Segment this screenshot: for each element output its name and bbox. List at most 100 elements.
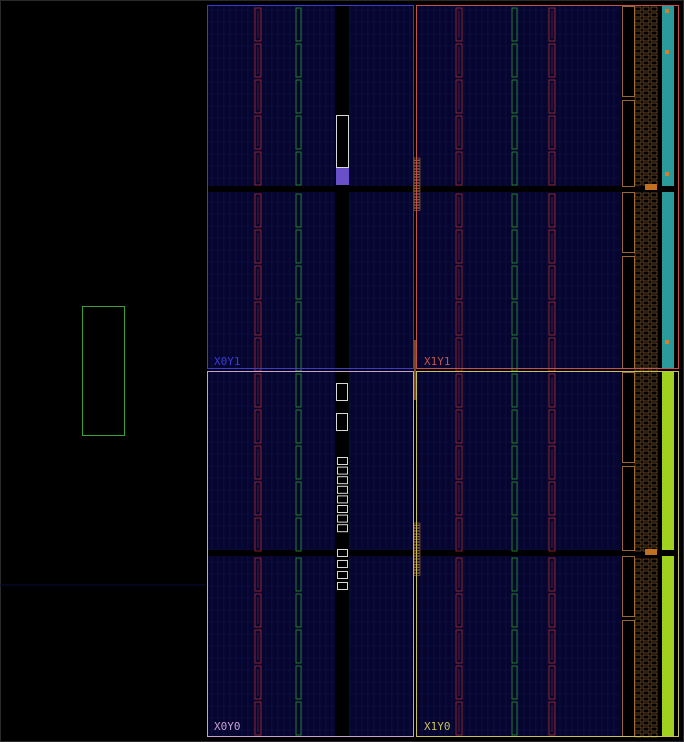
io-tile [642,498,650,504]
dsp-tile [295,193,302,228]
clock-region-x0y1[interactable] [207,5,414,369]
io-tile [642,444,650,450]
bram-tile [254,665,262,700]
io-tile [634,192,642,198]
io-tile [642,600,650,606]
dsp-tile [511,373,518,408]
io-tile [650,168,658,174]
bram-tile [548,665,556,700]
config-tile [337,476,348,485]
bram-tile [455,7,463,42]
io-tile [650,408,658,414]
clock-region-x1y1[interactable] [416,5,679,369]
dsp-tile [511,265,518,300]
io-tile [642,300,650,306]
io-tile [650,24,658,30]
io-tile [650,6,658,12]
io-tile [642,660,650,666]
bram-tile [254,409,262,444]
io-tile [650,600,658,606]
io-tile [650,564,658,570]
io-tile [634,216,642,222]
io-tile [642,306,650,312]
io-tile [650,348,658,354]
io-marker [645,184,657,190]
io-tile [642,558,650,564]
io-tile [642,126,650,132]
io-tile [634,126,642,132]
dsp-tile [295,229,302,264]
dsp-tile [511,43,518,78]
io-tile [634,306,642,312]
pblock-rectangle[interactable] [82,306,125,436]
io-tile [650,372,658,378]
io-tile [650,234,658,240]
io-tile [634,678,642,684]
io-tile [634,456,642,462]
bram-tile [455,373,463,408]
io-tile [650,66,658,72]
io-tile [642,726,650,732]
dsp-tile [511,193,518,228]
io-tile [642,48,650,54]
io-tile [642,492,650,498]
io-tile [642,168,650,174]
io-tile [634,480,642,486]
io-tile [650,282,658,288]
io-tile [634,372,642,378]
config-tile [337,582,348,590]
io-tile [650,54,658,60]
io-tile [634,522,642,528]
io-tile [642,564,650,570]
io-tile [650,420,658,426]
io-tile [642,12,650,18]
io-tile [634,510,642,516]
io-tile [634,444,642,450]
io-tile [634,660,642,666]
dsp-tile [295,7,302,42]
io-tile [650,264,658,270]
io-marker [665,172,669,176]
dsp-tile [511,445,518,480]
config-tile [336,383,348,401]
io-tile [634,210,642,216]
io-tile [642,528,650,534]
io-tile [634,228,642,234]
io-tile [650,42,658,48]
io-tile [650,456,658,462]
io-tile [642,486,650,492]
io-tile [642,666,650,672]
dsp-tile [511,517,518,552]
io-tile [650,714,658,720]
config-tile [337,560,348,568]
io-tile [642,282,650,288]
io-tile [642,288,650,294]
io-tile [634,336,642,342]
clock-region-x1y0[interactable] [416,371,679,737]
io-tile [634,84,642,90]
io-tile [634,138,642,144]
io-tile [642,228,650,234]
bram-tile [254,373,262,408]
selected-site-marker[interactable] [336,115,349,168]
bram-tile [254,265,262,300]
io-tile [650,192,658,198]
io-tile [650,402,658,408]
bram-tile [548,593,556,628]
io-tile [634,582,642,588]
clock-region-x0y0[interactable] [207,371,414,737]
io-tile [650,300,658,306]
io-tile [642,480,650,486]
config-tile [337,505,348,513]
io-tile [650,162,658,168]
highlighted-cell[interactable] [336,168,349,185]
io-tile [642,114,650,120]
io-tile [634,102,642,108]
io-tile [650,102,658,108]
io-tile [634,462,642,468]
io-tile [642,534,650,540]
config-tile [337,466,348,475]
bram-tile [548,151,556,186]
